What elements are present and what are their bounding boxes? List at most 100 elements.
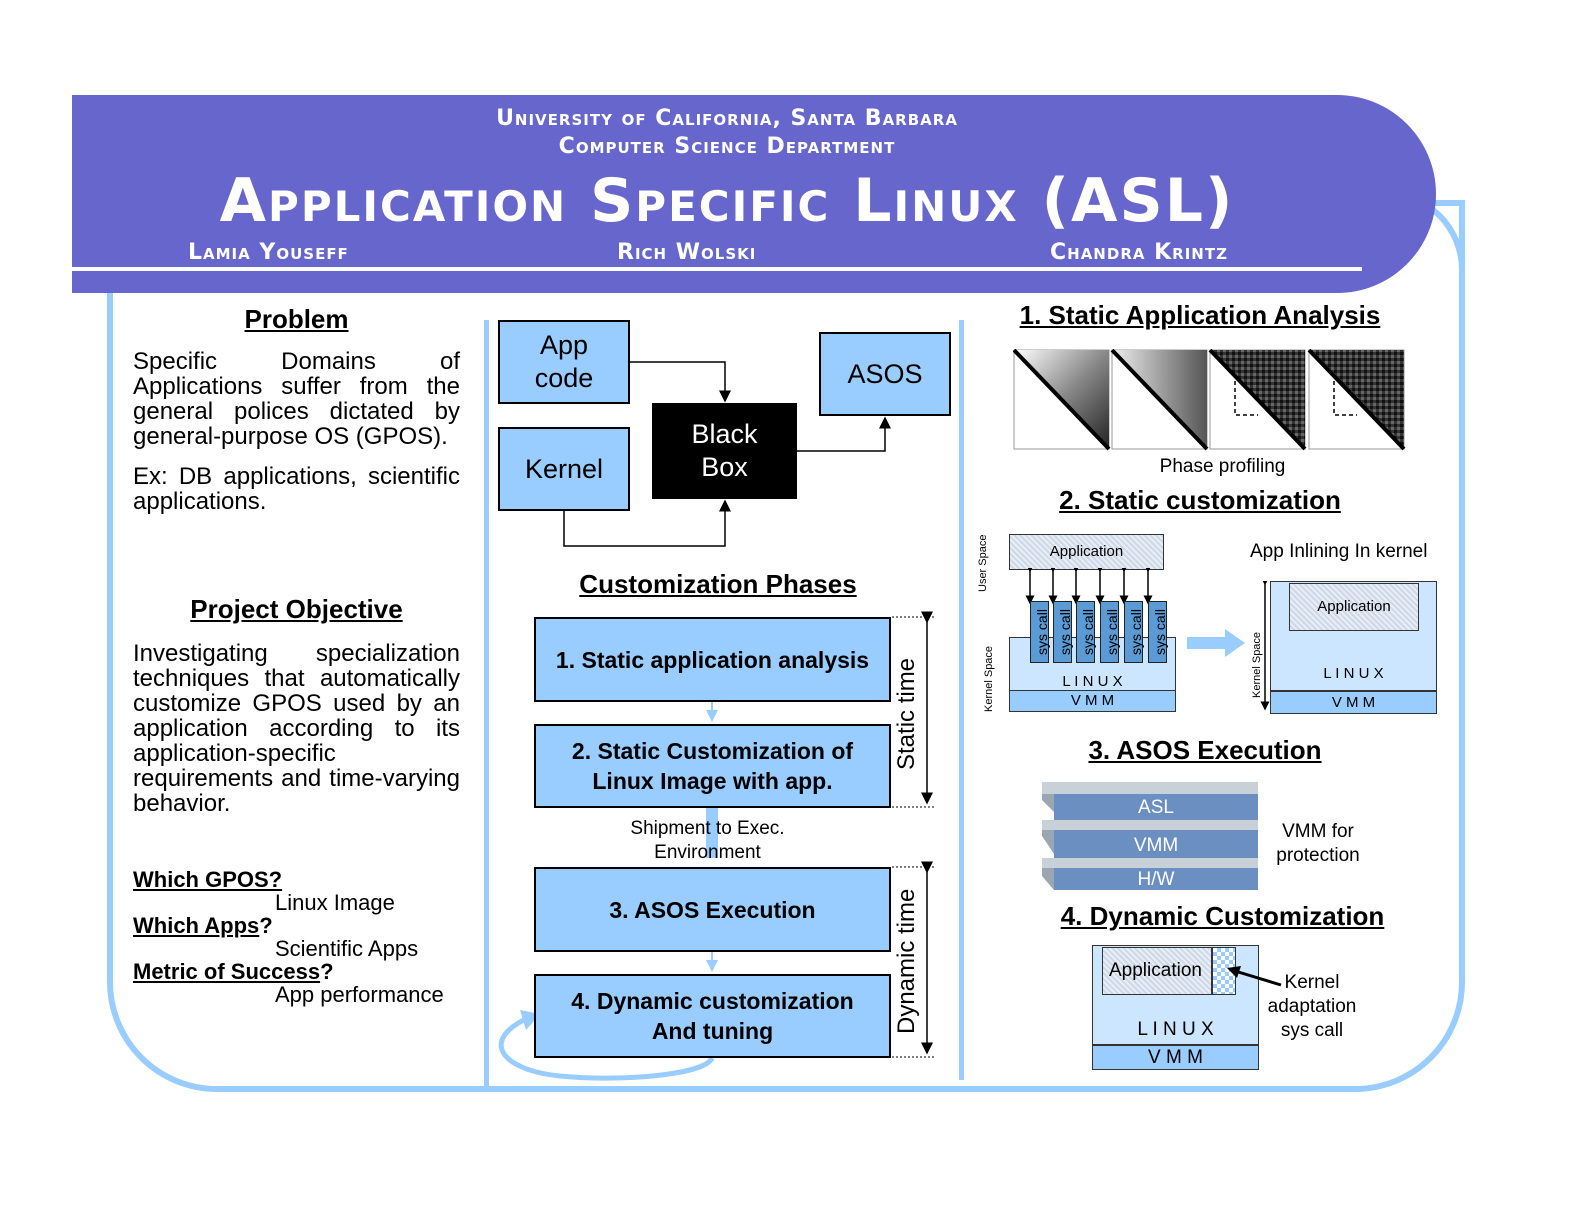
problem-text: Specific Domains of Applications suffer … [133, 349, 460, 514]
vmm-label-right: V M M [1331, 694, 1376, 711]
black-box: Black Box [652, 403, 797, 499]
stack-layer-hw [1042, 858, 1258, 890]
sys-call-label: sys call [1057, 609, 1073, 655]
kernel-label: Kernel [524, 453, 604, 484]
vmm-label-dynamic: V M M [1148, 1047, 1203, 1068]
stack-layer-vmm [1042, 820, 1258, 858]
problem-heading: Problem [244, 304, 349, 334]
qa-list: Which GPOS? Linux Image Which Apps? Scie… [133, 867, 473, 1007]
vmm-bar-right: V M M [1270, 691, 1437, 714]
heatmap-1 [1013, 349, 1111, 451]
header-banner [72, 95, 1436, 293]
qa-answer: Scientific Apps [275, 936, 419, 961]
inlined-application: Application [1289, 583, 1419, 631]
sys-call-label: sys call [1034, 609, 1050, 655]
vmm-protection-label: VMM for protection [1276, 821, 1360, 866]
author-2: Rich Wolski [617, 240, 757, 265]
qa-answer: Linux Image [275, 890, 395, 915]
asos-stack [1042, 782, 1258, 890]
sys-call-label: sys call [1128, 609, 1144, 655]
phase-profiling-heatmaps [1013, 349, 1406, 451]
user-space-application: Application [1009, 534, 1164, 570]
sys-call-label: sys call [1080, 609, 1096, 655]
stack-label-asl: ASL [1138, 797, 1174, 818]
column-divider-right [959, 320, 964, 1080]
heatmap-2 [1110, 349, 1209, 451]
linux-label-right: L I N U X [1323, 665, 1384, 682]
stack-layer-asl [1042, 782, 1258, 820]
sys-call-label: sys call [1152, 609, 1168, 655]
dynamic-application: Application [1102, 947, 1212, 995]
black-box-label: Black Box [691, 419, 758, 482]
qa-question: Which Apps [133, 913, 260, 938]
poster-title: Application Specific Linux (ASL) [219, 166, 1235, 236]
kernel-space-label-right: Kernel Space [1251, 631, 1263, 698]
linux-label-dynamic: L I N U X [1137, 1019, 1214, 1040]
kernel-adaptation-label: Kernel adaptation sys call [1267, 972, 1357, 1041]
qa-question-mark: ? [259, 913, 273, 938]
sys-call-label: sys call [1104, 609, 1120, 655]
phases-heading: Customization Phases [579, 569, 857, 599]
department-name: Computer Science Department [558, 134, 896, 159]
syscall-arrows [1025, 568, 1153, 605]
phase-4-label: 4. Dynamic customization And tuning [571, 988, 854, 1044]
phase-profiling-label: Phase profiling [1159, 456, 1286, 477]
sys-call-3: sys call [1076, 601, 1096, 663]
inlining-arrow-icon [1187, 629, 1245, 657]
kernel-box: Kernel [498, 427, 630, 511]
asos-box: ASOS [819, 332, 951, 416]
vmm-label-left: V M M [1070, 692, 1115, 709]
problem-example: Ex: DB applications, scientific applicat… [133, 463, 460, 515]
heatmap-3 [1208, 349, 1307, 451]
objective-heading: Project Objective [190, 594, 403, 624]
section-4-heading: 4. Dynamic Customization [1060, 901, 1385, 931]
user-space-label: User Space [977, 534, 989, 592]
qa-item: Which Apps? Scientific Apps [133, 913, 473, 961]
phase-1-label: 1. Static application analysis [555, 646, 870, 673]
phase-3-label: 3. ASOS Execution [609, 896, 816, 923]
dynamic-time-label: Dynamic time [893, 888, 920, 1034]
column-divider-left [484, 320, 489, 1090]
stack-label-hw: H/W [1137, 869, 1175, 890]
adaptation-pointer-arrow [1227, 966, 1282, 987]
phase-4-box: 4. Dynamic customization And tuning [534, 974, 891, 1058]
objective-text: Investigating specialization techniques … [133, 640, 460, 817]
static-time-label: Static time [893, 657, 920, 770]
qa-question-mark: ? [320, 959, 334, 984]
qa-question: Which GPOS? [133, 867, 283, 892]
qa-answer: App performance [275, 982, 444, 1007]
problem-text-body: Specific Domains of Applications suffer … [133, 348, 460, 450]
application-label: Application [1109, 960, 1202, 981]
app-inlining-label: App Inlining In kernel [1250, 541, 1428, 562]
sys-call-6: sys call [1148, 601, 1168, 663]
vmm-bar-dynamic: V M M [1092, 1045, 1259, 1070]
app-code-box: App code [498, 320, 630, 404]
vmm-bar-left: V M M [1009, 690, 1176, 712]
kernel-space-label-left: Kernel Space [983, 645, 995, 712]
application-label: Application [1049, 543, 1124, 560]
application-label: Application [1317, 598, 1391, 615]
section-2-heading: 2. Static customization [1059, 485, 1341, 515]
phase-3-box: 3. ASOS Execution [534, 867, 891, 952]
heatmap-4 [1307, 349, 1406, 451]
header-underline [72, 267, 1362, 271]
shipment-label: Shipment to Exec. Environment [630, 818, 785, 863]
section-1-heading: 1. Static Application Analysis [1019, 300, 1381, 330]
qa-item: Metric of Success? App performance [133, 959, 473, 1007]
asos-label: ASOS [847, 358, 923, 389]
app-code-label: App code [534, 330, 594, 393]
author-3: Chandra Krintz [1050, 240, 1228, 265]
phase-1-box: 1. Static application analysis [534, 617, 891, 702]
qa-question: Metric of Success [133, 959, 321, 984]
qa-item: Which GPOS? Linux Image [133, 867, 473, 915]
linux-label-left: L I N U X [1062, 673, 1123, 690]
sys-call-2: sys call [1053, 601, 1073, 663]
sys-call-1: sys call [1030, 601, 1050, 663]
stack-label-vmm: VMM [1133, 835, 1179, 856]
sys-call-5: sys call [1124, 601, 1144, 663]
phase-2-label: 2. Static Customization of Linux Image w… [571, 738, 854, 794]
sys-call-4: sys call [1100, 601, 1120, 663]
university-name: University of California, Santa Barbara [496, 106, 958, 131]
kernel-space-arrow [1260, 581, 1270, 711]
section-3-heading: 3. ASOS Execution [1088, 735, 1322, 765]
